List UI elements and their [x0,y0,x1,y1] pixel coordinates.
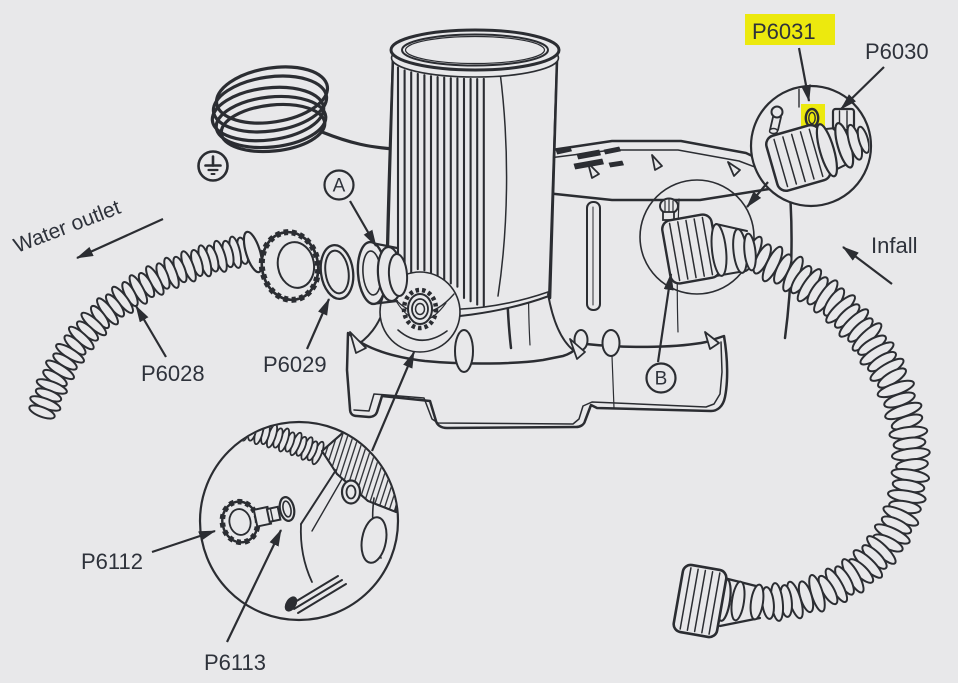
callout-a-letter: A [333,176,346,197]
highlight-box-p6031 [745,14,835,45]
callout-b-letter: B [655,369,668,390]
label-p6031: P6031 [752,19,816,44]
callout-badge-b: B [645,362,677,394]
label-p6030: P6030 [865,39,929,64]
label-p6028: P6028 [141,361,205,386]
label-infall: Infall [871,233,917,258]
outlet-hose-assembly [28,229,322,420]
label-p6112: P6112 [81,549,143,574]
annotation-arrows [76,47,893,643]
label-p6113: P6113 [204,650,266,675]
base-stand [345,329,729,430]
pump-inlet-assembly [639,179,757,295]
callout-detail-top-right [749,84,873,208]
filter-tank [351,28,574,351]
power-cord-coil [210,65,395,154]
o-ring-p6029 [319,244,355,300]
callout-badge-a: A [323,169,355,201]
ground-symbol-icon [197,150,229,182]
label-p6029: P6029 [263,352,327,377]
